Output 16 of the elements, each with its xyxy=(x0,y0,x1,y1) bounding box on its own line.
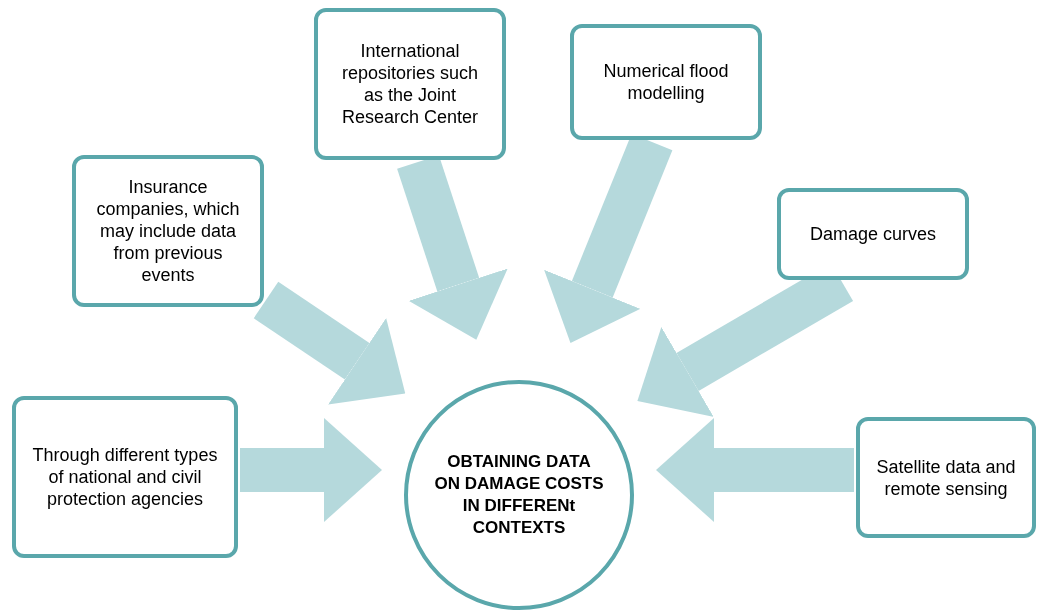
source-text: Insurance companies, which may include data from previous events xyxy=(95,176,241,286)
source-text: International repositories such as the Joint Research Center xyxy=(340,40,480,128)
block-arrow xyxy=(253,281,406,405)
source-text: Through different types of national and civil protection agencies xyxy=(31,444,219,510)
source-text: Satellite data and remote sensing xyxy=(875,455,1017,500)
source-box xyxy=(72,155,264,307)
source-box xyxy=(314,8,506,160)
block-arrow xyxy=(240,418,382,522)
block-arrow xyxy=(656,418,854,522)
source-text: Damage curves xyxy=(809,223,937,245)
source-box xyxy=(856,417,1036,538)
source-text: Numerical flood modelling xyxy=(602,60,730,104)
source-box xyxy=(570,24,762,140)
source-box xyxy=(12,396,238,558)
topic-text: OBTAINING DATA ON DAMAGE COSTS IN DIFFERENt CONTEXTS xyxy=(434,451,604,539)
source-box xyxy=(777,188,969,280)
